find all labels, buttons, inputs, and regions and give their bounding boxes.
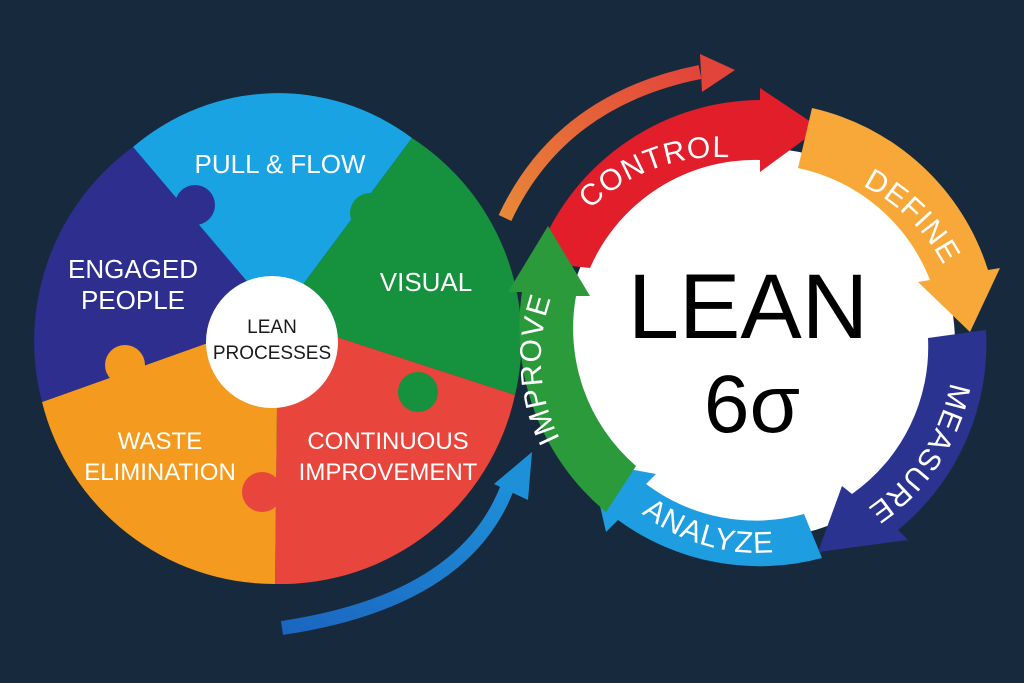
label-waste-line2: ELIMINATION [84, 459, 236, 486]
connector-top-arrow [498, 54, 735, 221]
center-label-line2: PROCESSES [213, 343, 331, 364]
six-sigma-cycle: CONTROL DEFINE MEASURE ANALYZE IMPROVE L… [508, 88, 1000, 567]
puzzle-knob-continuous [242, 472, 282, 512]
label-pull-flow: PULL & FLOW [195, 149, 366, 179]
six-sigma-title: 6σ [704, 359, 800, 450]
lean-processes-center [206, 276, 338, 408]
puzzle-knob-engaged [175, 185, 215, 225]
segment-visual [278, 138, 522, 395]
segment-pull-flow [133, 93, 412, 318]
segment-waste-elimination [42, 318, 278, 585]
label-engaged-line1: ENGAGED [68, 254, 198, 284]
segment-continuous-improvement [275, 318, 515, 585]
puzzle-knob-visual-lower [398, 372, 438, 412]
label-continuous-line1: CONTINUOUS [307, 428, 468, 455]
lean-title: LEAN [628, 256, 868, 358]
phase-control-arrow [535, 88, 820, 268]
phase-define-arrow [798, 108, 1000, 332]
center-label-line1: LEAN [247, 317, 297, 338]
phase-analyze-arrow [590, 462, 822, 567]
phase-measure-arrow [818, 330, 987, 552]
lean-circle: LEAN PROCESSES PULL & FLOW VISUAL CONTIN… [34, 93, 522, 585]
puzzle-knob-visual [350, 193, 390, 233]
label-visual: VISUAL [380, 267, 473, 297]
lean-6sigma-center [565, 148, 955, 538]
label-continuous-line2: IMPROVEMENT [299, 459, 478, 486]
connector-bottom-arrow [280, 452, 532, 635]
puzzle-knob-waste [105, 345, 145, 385]
label-engaged-line2: PEOPLE [81, 285, 185, 315]
phase-improve-arrow [508, 226, 636, 512]
label-waste-line1: WASTE [118, 428, 202, 455]
